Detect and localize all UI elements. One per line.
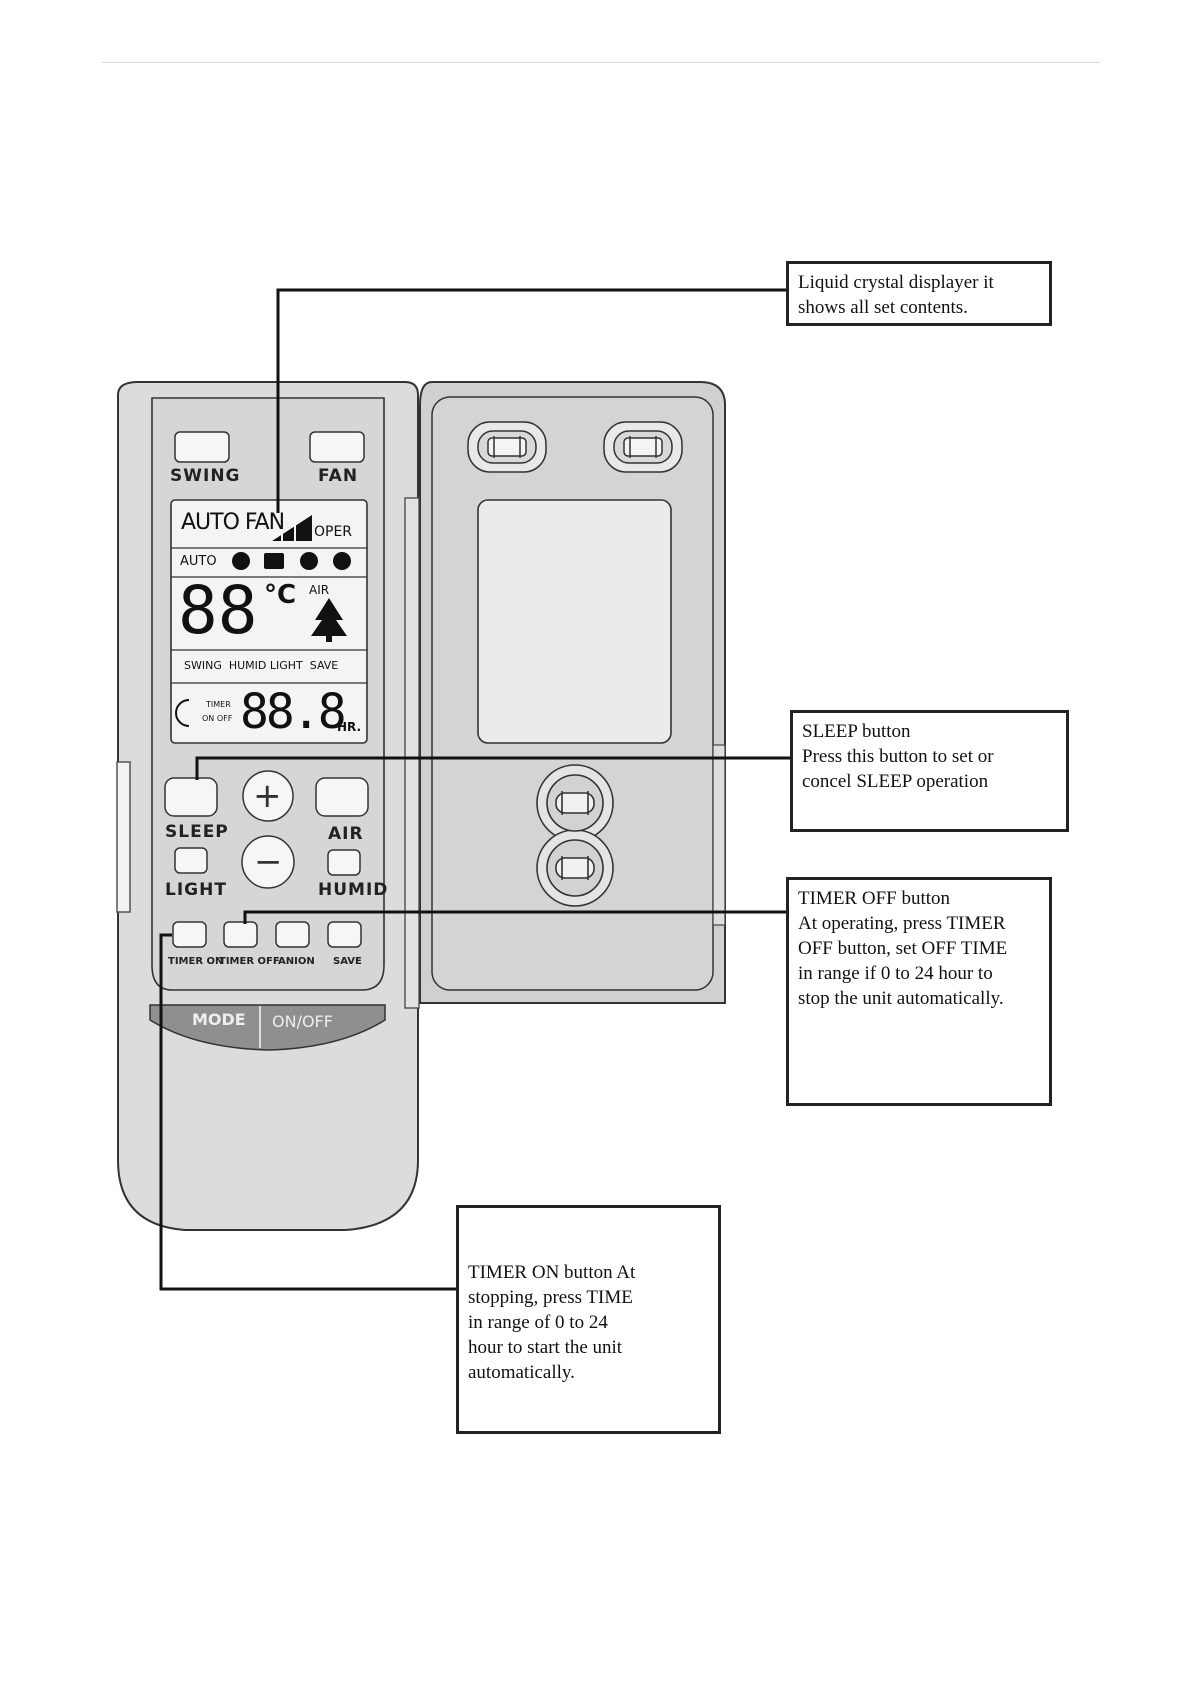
callout-timer-off-line-5: stop the unit automatically. [798, 988, 1004, 1009]
timer-off-button-shape [223, 921, 258, 948]
humid-button[interactable]: HUMID [318, 880, 389, 900]
timer-on-leader [159, 933, 456, 1291]
callout-sleep-line-2: Press this button to set or [802, 746, 994, 767]
callout-timer-off-line-4: in range if 0 to 24 hour to [798, 963, 993, 984]
timer-on-button[interactable]: TIMER ON [168, 956, 224, 967]
save-button[interactable]: SAVE [333, 956, 362, 967]
moon-icon [175, 699, 190, 727]
callout-timer-on-line-4: hour to start the unit [468, 1337, 623, 1358]
lcd-timer-label: TIMER [206, 700, 231, 709]
lcd-frame [170, 499, 368, 744]
on-off-button[interactable]: ON/OFF [272, 1012, 333, 1031]
callout-lcd: Liquid crystal displayer it shows all se… [786, 261, 1052, 326]
anion-button-shape [275, 921, 310, 948]
callout-timer-on-line-1: TIMER ON button At [468, 1262, 636, 1283]
timer-off-leader [243, 910, 786, 924]
tree-icon [311, 598, 347, 636]
cover-latch [536, 764, 614, 907]
lcd-temp-digits: 88 [178, 572, 258, 649]
minus-button[interactable]: − [254, 842, 283, 882]
fan-button-shape [309, 431, 365, 463]
sleep-leader [195, 756, 790, 780]
minus-button-shape [241, 835, 295, 889]
lcd-auto-fan: AUTO FAN [181, 510, 285, 535]
side-latch [116, 761, 131, 913]
lcd-auto: AUTO [180, 554, 217, 569]
swing-button-shape [174, 431, 230, 463]
lcd-timer-digits: 88.8 [240, 684, 347, 740]
lcd-leader [276, 288, 786, 513]
callout-lcd-line-2: shows all set contents. [798, 297, 968, 318]
callout-timer-off-line-3: OFF button, set OFF TIME [798, 938, 1008, 959]
lcd-temp-unit: °C [264, 580, 297, 610]
air-button-shape [315, 777, 369, 817]
callout-timer-on: TIMER ON button At stopping, press TIME … [456, 1205, 721, 1434]
plus-button[interactable]: + [253, 776, 282, 816]
lcd-on-off-label: ON OFF [202, 714, 233, 723]
callout-sleep: SLEEP button Press this button to set or… [790, 710, 1069, 832]
mode-strip [149, 1004, 386, 1051]
anion-button[interactable]: ANION [278, 956, 315, 967]
timer-on-button-shape [172, 921, 207, 948]
callout-sleep-line-1: SLEEP button [802, 721, 911, 742]
mode-button[interactable]: MODE [192, 1010, 246, 1029]
light-button[interactable]: LIGHT [165, 880, 227, 900]
callout-timer-off-line-2: At operating, press TIMER [798, 913, 1006, 934]
timer-off-button[interactable]: TIMER OFF [219, 956, 280, 967]
callout-timer-on-line-2: stopping, press TIME [468, 1287, 633, 1308]
callout-timer-on-line-5: automatically. [468, 1362, 575, 1383]
callout-timer-on-line-3: in range of 0 to 24 [468, 1312, 608, 1333]
lcd-air: AIR [309, 583, 330, 597]
cover-clip-right [603, 421, 683, 473]
save-button-shape [327, 921, 362, 948]
sleep-button[interactable]: SLEEP [165, 822, 229, 842]
callout-timer-off: TIMER OFF button At operating, press TIM… [786, 877, 1052, 1106]
lcd-oper: OPER [314, 524, 353, 540]
cover-clip-left [467, 421, 547, 473]
callout-sleep-line-3: concel SLEEP operation [802, 771, 989, 792]
lcd-indicators: SWING HUMID LIGHT SAVE [184, 659, 339, 672]
lcd-hr: HR. [337, 720, 362, 734]
leader-lines [159, 288, 790, 1291]
air-button[interactable]: AIR [328, 824, 364, 844]
cover-window [477, 499, 672, 744]
light-button-shape [174, 847, 208, 874]
plus-button-shape [242, 770, 294, 822]
sleep-button-shape [164, 777, 218, 817]
top-rule [102, 62, 1100, 63]
humid-button-shape [327, 849, 361, 876]
callout-timer-off-line-1: TIMER OFF button [798, 888, 951, 909]
mode-icons [232, 552, 351, 570]
fan-button[interactable]: FAN [318, 466, 359, 486]
callout-lcd-line-1: Liquid crystal displayer it [798, 272, 994, 293]
swing-button[interactable]: SWING [170, 466, 241, 486]
